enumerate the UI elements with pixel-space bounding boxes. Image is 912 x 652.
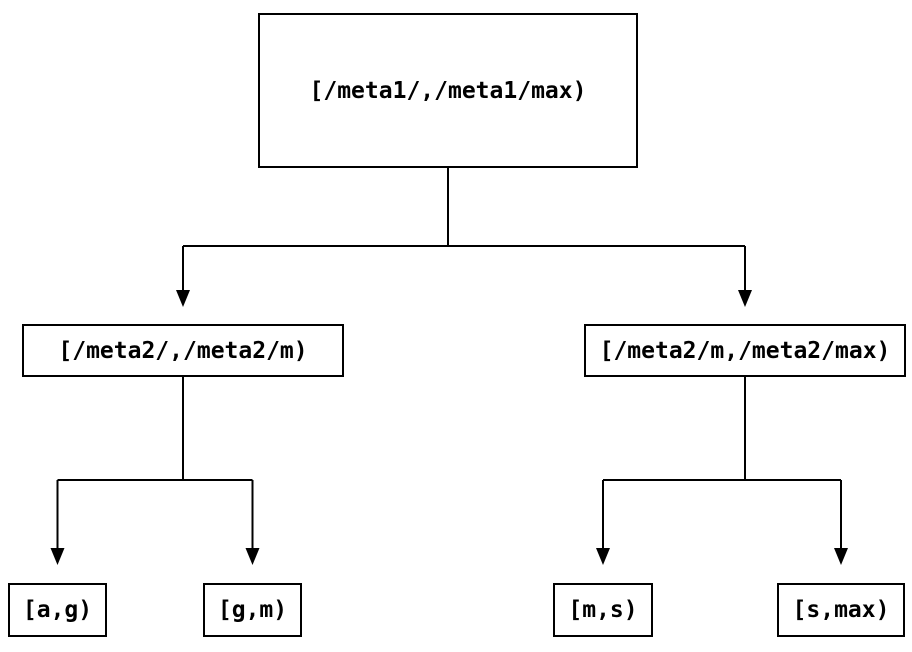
arrowhead-icon [738, 290, 752, 307]
node-left-interval: [/meta2/,/meta2/m) [22, 324, 344, 377]
node-leaf-a-g: [a,g) [8, 583, 107, 637]
arrowhead-icon [834, 548, 848, 565]
node-right-interval: [/meta2/m,/meta2/max) [584, 324, 906, 377]
node-leaf-s-max: [s,max) [777, 583, 905, 637]
arrowhead-icon [50, 548, 65, 565]
edge-right-to-leaves [602, 377, 842, 548]
arrowhead-icon [176, 290, 190, 307]
edge-left-to-leaves [56, 377, 254, 548]
node-leaf-m-s: [m,s) [553, 583, 653, 637]
node-leaf-g-m: [g,m) [203, 583, 302, 637]
node-root-interval: [/meta1/,/meta1/max) [258, 13, 638, 168]
arrowhead-icon [596, 548, 610, 565]
arrowhead-icon [245, 548, 260, 565]
edge-root-to-children [182, 168, 746, 290]
